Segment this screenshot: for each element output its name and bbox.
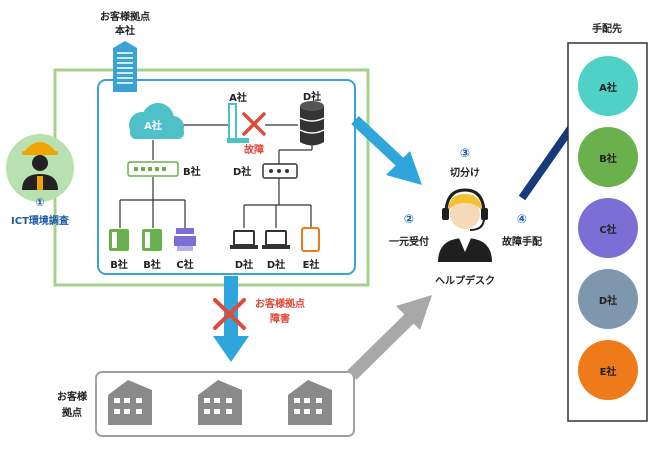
vendor-e: E社 bbox=[578, 340, 638, 400]
site-failure-line2: 障害 bbox=[270, 314, 290, 325]
device-label: B社 bbox=[110, 260, 128, 271]
building-icon bbox=[108, 380, 152, 425]
arrow-down bbox=[213, 276, 249, 362]
worker-icon bbox=[22, 142, 58, 190]
phone-icon bbox=[142, 229, 162, 251]
vendor-label: D社 bbox=[598, 295, 618, 307]
step2-number: ② bbox=[403, 212, 415, 226]
arrow-to-helpdesk bbox=[351, 115, 422, 185]
vendor-b: B社 bbox=[578, 127, 638, 187]
printer-icon bbox=[174, 228, 196, 251]
device-label: D社 bbox=[234, 260, 254, 271]
step3-number: ③ bbox=[459, 146, 471, 160]
step3-label: 切分け bbox=[450, 168, 480, 179]
fault-cross-icon bbox=[242, 112, 266, 136]
vendor-d: D社 bbox=[578, 269, 638, 329]
cloud-icon bbox=[129, 103, 184, 139]
helpdesk-operator-icon bbox=[438, 188, 492, 262]
laptop-icon bbox=[262, 230, 290, 249]
site-failure-line1: お客様拠点 bbox=[255, 299, 305, 310]
building-icon bbox=[198, 380, 242, 425]
vendor-label: A社 bbox=[599, 82, 617, 94]
hq-label-line1: お客様拠点 bbox=[100, 12, 150, 23]
step4-number: ④ bbox=[516, 212, 528, 226]
vendor-title: 手配先 bbox=[592, 24, 622, 35]
vendor-label: B社 bbox=[599, 153, 617, 165]
switch-b-label: B社 bbox=[183, 167, 201, 178]
vendor-label: C社 bbox=[599, 224, 617, 236]
switch-d-label: D社 bbox=[233, 167, 252, 178]
step2-label: 一元受付 bbox=[389, 237, 429, 248]
switch-b-icon bbox=[127, 161, 179, 177]
network-lines bbox=[119, 124, 313, 228]
hq-label-line2: 本社 bbox=[115, 26, 135, 37]
router-label: A社 bbox=[229, 93, 247, 104]
phone-icon bbox=[109, 229, 129, 251]
hq-building-icon bbox=[113, 41, 137, 92]
laptop-icon bbox=[230, 230, 258, 249]
building-icon bbox=[288, 380, 332, 425]
helpdesk-label: ヘルプデスク bbox=[435, 276, 495, 287]
ict-survey-number: ① bbox=[35, 196, 45, 209]
database-icon bbox=[299, 101, 325, 146]
fault-label: 故障 bbox=[244, 145, 264, 156]
cloud-label: A社 bbox=[144, 121, 162, 132]
tablet-icon bbox=[301, 227, 320, 252]
customer-sites-line1: お客様 bbox=[57, 392, 87, 403]
switch-d-icon bbox=[262, 163, 298, 179]
step4-label: 故障手配 bbox=[502, 237, 542, 248]
customer-sites-line2: 拠点 bbox=[62, 408, 82, 419]
vendor-a: A社 bbox=[578, 56, 638, 116]
device-label: C社 bbox=[176, 260, 194, 271]
device-label: E社 bbox=[302, 260, 320, 271]
site-failure-cross-icon bbox=[213, 298, 246, 330]
ict-survey-label: ICT環境調査 bbox=[11, 216, 69, 227]
router-icon bbox=[227, 103, 249, 143]
arrow-sites-to-helpdesk bbox=[347, 295, 432, 380]
device-label: D社 bbox=[266, 260, 286, 271]
vendor-label: E社 bbox=[599, 366, 617, 378]
device-label: B社 bbox=[143, 260, 161, 271]
storage-label: D社 bbox=[302, 92, 322, 103]
vendor-c: C社 bbox=[578, 198, 638, 258]
